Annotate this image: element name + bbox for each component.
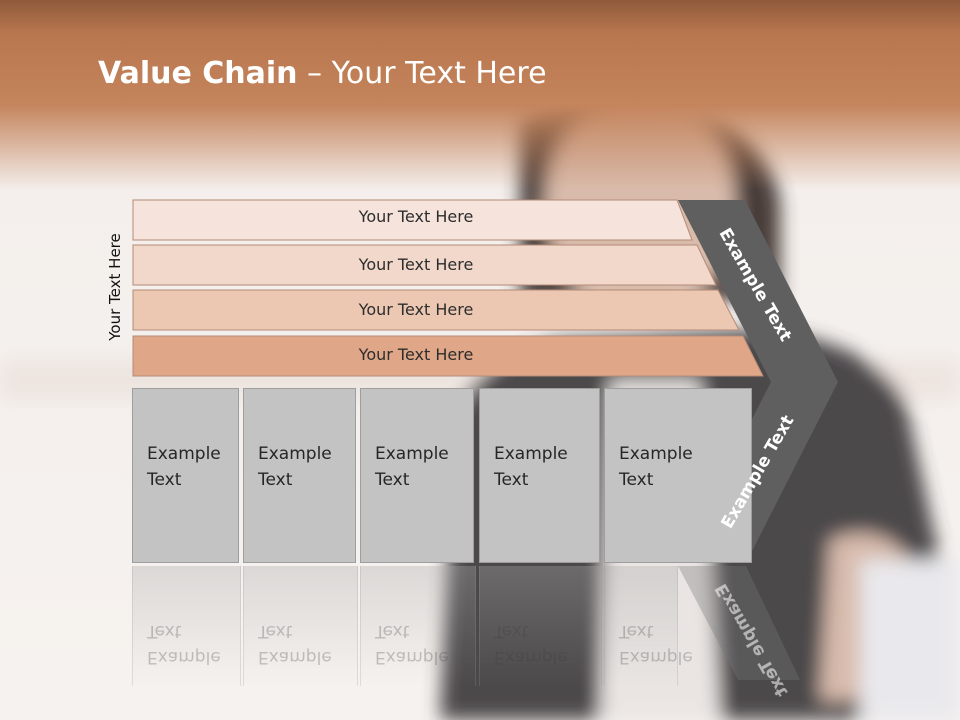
header-band: [0, 0, 960, 190]
cell-2-reflection: Example Text: [243, 566, 358, 686]
cell-3-text: Example Text: [375, 444, 449, 490]
cell-4-reflection-text: Example Text: [494, 621, 568, 667]
chevron-reflection: [678, 566, 800, 680]
cell-4-reflection: Example Text: [479, 566, 602, 686]
activity-cell-5[interactable]: Example Text: [604, 388, 752, 563]
activity-cell-2[interactable]: Example Text: [243, 388, 356, 563]
row-3-label: Your Text Here: [358, 300, 474, 319]
cell-5-text: Example Text: [619, 444, 693, 490]
row-2-label: Your Text Here: [358, 255, 474, 274]
cell-5-reflection: Example Text: [604, 566, 693, 686]
slide-title[interactable]: Value Chain – Your Text Here: [98, 52, 547, 96]
chevron-top-shape[interactable]: [678, 200, 838, 382]
cell-1-reflection: Example Text: [132, 566, 241, 686]
cell-1-text: Example Text: [147, 444, 221, 490]
row-4-label: Your Text Here: [358, 345, 474, 364]
cell-1-reflection-text: Example Text: [147, 621, 221, 667]
title-rest: – Your Text Here: [297, 56, 547, 91]
row-2-shape[interactable]: [132, 244, 717, 286]
row-4-shape[interactable]: [132, 335, 764, 377]
activity-cell-1[interactable]: Example Text: [132, 388, 239, 563]
cell-2-reflection-text: Example Text: [258, 621, 332, 667]
row-1-label: Your Text Here: [358, 207, 474, 226]
cell-3-reflection: Example Text: [360, 566, 476, 686]
activity-cell-3[interactable]: Example Text: [360, 388, 474, 563]
title-bold: Value Chain: [98, 56, 298, 91]
cell-4-text: Example Text: [494, 444, 568, 490]
row-3-shape[interactable]: [132, 289, 740, 331]
activity-cell-4[interactable]: Example Text: [479, 388, 600, 563]
cell-2-text: Example Text: [258, 444, 332, 490]
cell-5-reflection-text: Example Text: [619, 621, 693, 667]
row-1-shape[interactable]: [132, 199, 693, 241]
cell-3-reflection-text: Example Text: [375, 621, 449, 667]
